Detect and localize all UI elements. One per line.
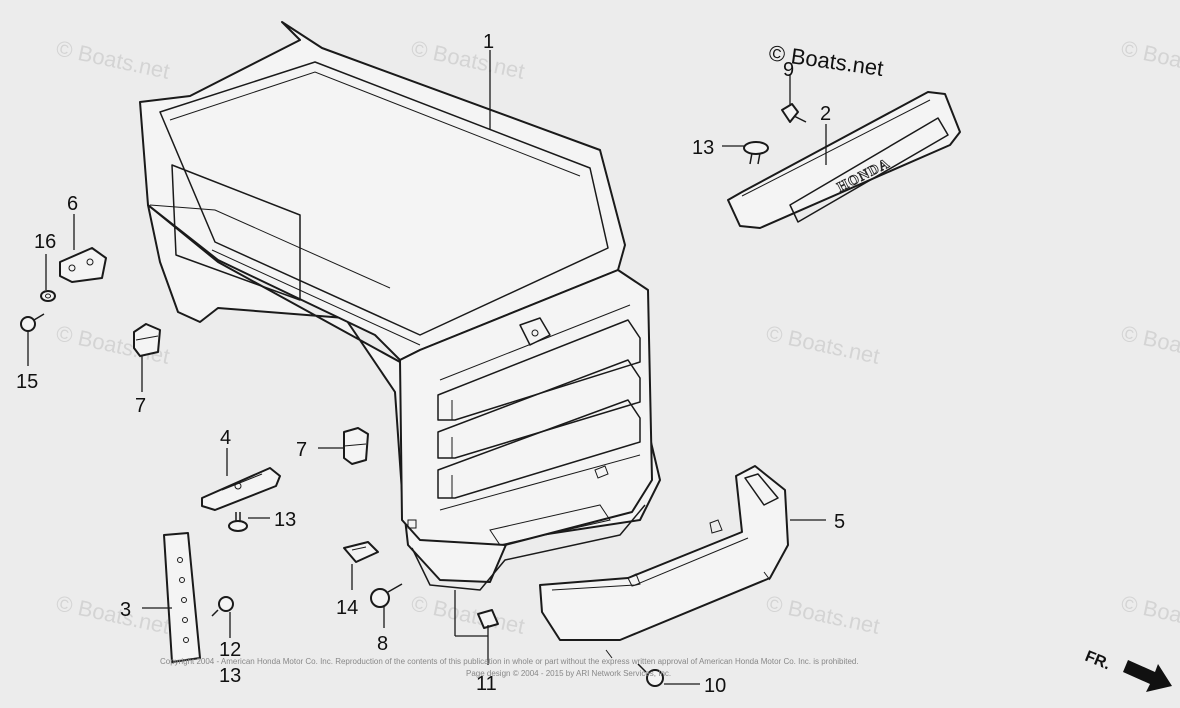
hinge-bracket[interactable] [59,247,107,283]
callout-3: 3 [120,599,131,621]
front-arrow-icon [1123,660,1172,692]
watermark: © Boats.net [54,35,172,83]
callout-4: 4 [220,427,231,449]
front-bumper[interactable] [539,465,789,659]
hood-front-face [399,269,653,546]
clip[interactable] [743,141,769,165]
callout-13: 13 [219,665,241,687]
callout-11: 11 [476,673,497,695]
watermark: © Boats.net [764,590,882,638]
bolt[interactable] [20,313,45,332]
bolt[interactable] [370,583,403,608]
washer[interactable] [40,290,56,302]
hood-side-panel [171,164,301,301]
callout-13: 13 [692,137,714,159]
callout-1: 1 [483,31,494,53]
hood-lower-frame [411,504,646,591]
watermark: © Boats.net [1119,320,1180,368]
leader-lines [27,50,827,685]
callout-9: 9 [783,59,794,81]
screw[interactable] [211,596,234,617]
callout-5: 5 [834,511,845,533]
callout-12: 12 [219,639,241,661]
callout-7: 7 [296,439,307,461]
rubber-cushion[interactable] [343,427,369,465]
front-label: FR. [1083,648,1113,673]
watermark: © Boats.net [409,590,527,638]
callout-15: 15 [16,371,38,393]
copyright-line: Page design © 2004 - 2015 by ARI Network… [466,669,671,678]
callout-labels: 1 2 3 4 5 6 7 7 8 9 10 11 12 13 13 13 14… [16,31,845,697]
callout-14: 14 [336,597,358,619]
rubber-cushion[interactable] [133,323,161,357]
bolt[interactable] [637,663,664,687]
watermark: © Boats.net [409,35,527,83]
clip-nut[interactable] [477,609,499,629]
hood-top-shell [139,21,626,361]
plate[interactable] [163,532,201,663]
callout-8: 8 [377,633,388,655]
watermark: © Boats.net [54,590,172,638]
callout-2: 2 [820,103,831,125]
callout-10: 10 [704,675,726,697]
front-direction-indicator: FR. [1083,648,1172,692]
hood-mount-tab [519,317,551,346]
callout-16: 16 [34,231,56,253]
callout-13: 13 [274,509,296,531]
emblem-strip[interactable]: HONDA [727,91,961,229]
copyright-line: Copyright 2004 - American Honda Motor Co… [160,657,859,666]
callout-7: 7 [135,395,146,417]
hood-top-panel [159,61,609,336]
watermark: © Boats.net [1119,35,1180,83]
stay-bracket[interactable] [201,467,281,511]
grommet[interactable] [343,541,379,563]
clip[interactable] [228,512,248,532]
watermark: © Boats.net [1119,590,1180,638]
callout-6: 6 [67,193,78,215]
screw[interactable] [781,103,807,123]
watermark: © Boats.net [764,320,882,368]
hood[interactable] [139,21,661,591]
